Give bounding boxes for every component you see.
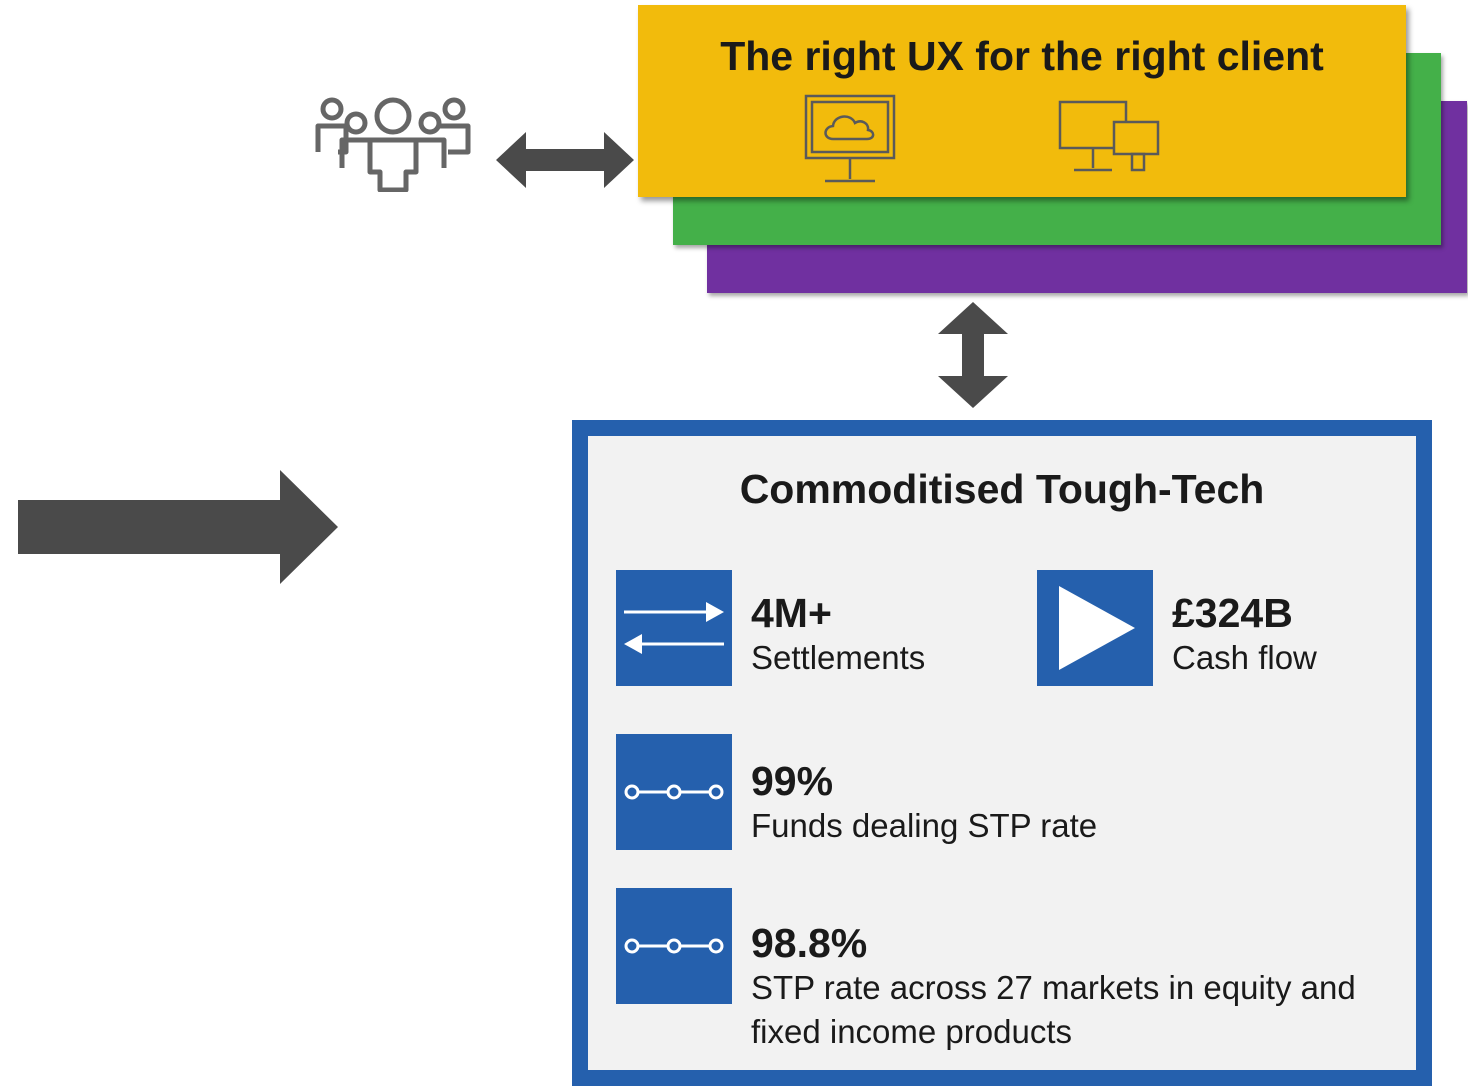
multi-device-icon [1058,100,1160,172]
tech-panel-title: Commoditised Tough-Tech [739,466,1265,512]
cloud-monitor-icon [804,94,896,183]
tech-panel: Commoditised Tough-Tech 4M+ Settlements … [572,420,1432,1086]
stat-value-cash-flow: £324B [1172,590,1293,636]
process-nodes-icon [616,888,732,1004]
stat-label-settlements: Settlements [751,639,926,676]
stat-value-settlements: 4M+ [751,590,832,636]
stat-value-stp-markets: 98.8% [751,920,868,966]
ux-card-front: The right UX for the right client [638,5,1406,197]
process-nodes-icon [616,734,732,850]
double-arrow-vertical-icon [938,302,1008,408]
ux-panel-title: The right UX for the right client [720,33,1324,79]
stat-label-stp-markets: STP rate across 27 markets in equity and… [751,969,1356,1050]
stat-value-funds-dealing: 99% [751,758,834,804]
play-icon [1037,570,1153,686]
right-arrow-icon [18,470,338,584]
stat-label-cash-flow: Cash flow [1172,639,1317,676]
stat-label-funds-dealing: Funds dealing STP rate [751,807,1098,844]
users-group-icon [315,97,471,192]
double-arrow-horizontal-icon [496,132,634,188]
transfer-arrows-icon [616,570,732,686]
